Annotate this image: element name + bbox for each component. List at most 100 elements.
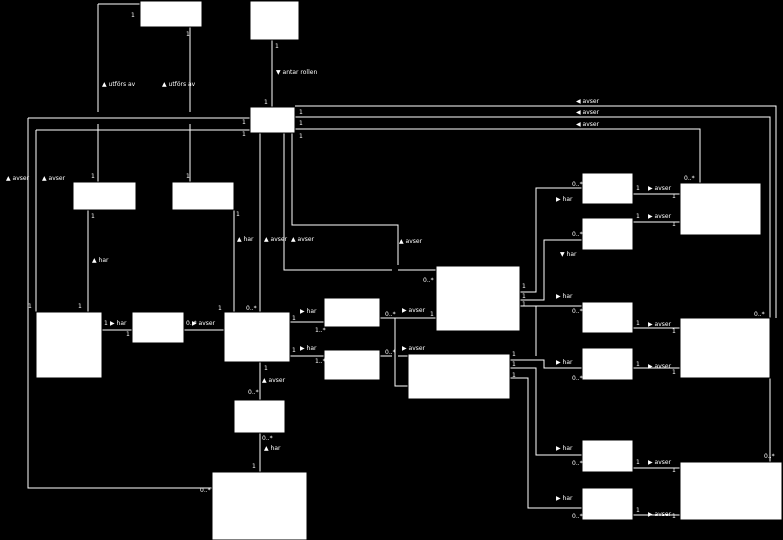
mult: 1 xyxy=(636,213,640,220)
mult: 0..* xyxy=(572,181,583,188)
mult: 1 xyxy=(430,363,434,370)
label-avser-fr5: ▶ avser xyxy=(648,459,672,466)
mult: 1 xyxy=(299,120,303,127)
box-mid-1 xyxy=(131,311,185,344)
mult: 0..* xyxy=(262,435,273,442)
mult: 1 xyxy=(299,133,303,140)
label-har-left: ▲ har xyxy=(92,257,109,264)
mult: 1 xyxy=(28,303,32,310)
mult: 0..* xyxy=(572,308,583,315)
mult: 1 xyxy=(672,328,676,335)
label-har-mid-3: ▶ har xyxy=(300,345,317,352)
box-r-3 xyxy=(581,301,634,334)
mult: 1 xyxy=(126,331,130,338)
mult: 1 xyxy=(264,99,268,106)
mult: 1 xyxy=(430,311,434,318)
label-antar-rollen: ▼ antar rollen xyxy=(276,69,317,76)
link-r4 xyxy=(510,359,582,369)
label-avser-mid-1: ▶ avser xyxy=(192,320,216,327)
link-right-top2 xyxy=(295,116,771,462)
mult: 1 xyxy=(636,185,640,192)
box-har-2 xyxy=(323,349,381,381)
mult: 0..* xyxy=(572,460,583,467)
label-har-r5: ▶ har xyxy=(556,445,573,452)
mult: 1 xyxy=(672,369,676,376)
box-r-4 xyxy=(581,347,634,381)
box-top-1 xyxy=(139,0,203,28)
multiplicity-labels: 1 1 1 1 1 1 1 1 1 1 1 1 1 1 1 1 1 0..* 1… xyxy=(28,12,775,520)
mult: 0..* xyxy=(186,320,197,327)
relation-labels: ▲ utförs av ▲ utförs av ▼ antar rollen ◀… xyxy=(6,69,672,518)
mult: 1 xyxy=(636,507,640,514)
mult: 0..* xyxy=(572,375,583,382)
mult: 0..* xyxy=(754,311,765,318)
mult: 1 xyxy=(672,513,676,520)
box-r-6 xyxy=(581,487,634,521)
mult: 1 xyxy=(672,467,676,474)
label-har-mid-2: ▶ har xyxy=(300,308,317,315)
label-har-r1: ▶ har xyxy=(556,196,573,203)
link-right-top3 xyxy=(295,128,701,183)
mult: 0..* xyxy=(246,305,257,312)
box-main-2 xyxy=(407,353,511,400)
mult: 0..* xyxy=(248,389,259,396)
link-r6 xyxy=(510,377,582,509)
label-avser-fr6: ▶ avser xyxy=(648,511,672,518)
box-fr-3 xyxy=(679,461,783,521)
mult: 1 xyxy=(636,320,640,327)
mult: 1 xyxy=(522,293,526,300)
mult: 0..* xyxy=(423,277,434,284)
mult: 1 xyxy=(292,315,296,322)
mult: 1 xyxy=(186,31,190,38)
label-utfors-av-2: ▲ utförs av xyxy=(162,81,196,88)
label-avser-left: ▲ avser xyxy=(42,175,66,182)
label-har-down: ▲ har xyxy=(264,445,281,452)
label-avser-center-1: ▲ avser xyxy=(264,236,288,243)
label-avser-mid-2: ▶ avser xyxy=(402,307,426,314)
link-r1 xyxy=(520,187,582,293)
mult: 1 xyxy=(299,109,303,116)
mult: 0..* xyxy=(684,175,695,182)
label-avser-fr4: ▶ avser xyxy=(648,363,672,370)
box-role xyxy=(249,106,296,134)
mult: 1 xyxy=(264,365,268,372)
box-big-left xyxy=(35,311,103,379)
link-r5 xyxy=(510,367,582,456)
mult: 1 xyxy=(91,173,95,180)
class-boxes xyxy=(35,0,783,540)
label-har-center: ▲ har xyxy=(237,236,254,243)
label-har-r2: ▼ har xyxy=(560,251,577,258)
link-topA-left xyxy=(97,3,140,112)
link-r2 xyxy=(520,239,582,301)
box-center xyxy=(223,311,291,363)
label-avser-mid-3: ▶ avser xyxy=(402,345,426,352)
label-avser-r1: ◀ avser xyxy=(576,98,600,105)
label-avser-fr3: ▶ avser xyxy=(648,321,672,328)
box-r-1 xyxy=(581,172,634,205)
label-avser-fr2: ▶ avser xyxy=(648,213,672,220)
mult: 1..* xyxy=(315,358,326,365)
label-har-r6: ▶ har xyxy=(556,495,573,502)
mult: 1 xyxy=(512,351,516,358)
link-center-v2 xyxy=(283,133,436,271)
mult: 1 xyxy=(512,372,516,379)
box-fr-1 xyxy=(679,182,762,236)
mult: 0..* xyxy=(385,311,396,318)
mult: 0..* xyxy=(385,349,396,356)
box-har-1 xyxy=(323,297,381,328)
mult: 0..* xyxy=(572,513,583,520)
mult: 0..* xyxy=(572,231,583,238)
label-har-r3: ▶ har xyxy=(556,293,573,300)
box-top-2 xyxy=(249,0,300,41)
mult: 1 xyxy=(218,305,222,312)
mult: 1 xyxy=(522,301,526,308)
label-avser-center-3: ▲ avser xyxy=(399,238,423,245)
mult: 1 xyxy=(252,463,256,470)
label-utfors-av-1: ▲ utförs av xyxy=(102,81,136,88)
box-bottom xyxy=(211,471,308,540)
label-har-mid-1: ▶ har xyxy=(110,320,127,327)
mult: 1 xyxy=(186,173,190,180)
link-outer-1 xyxy=(27,118,212,489)
label-avser-down: ▲ avser xyxy=(262,377,286,384)
